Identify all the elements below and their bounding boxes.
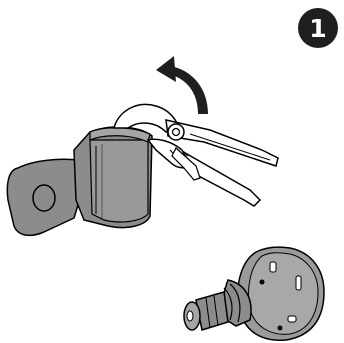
valve-plate-slot — [269, 261, 277, 273]
step-number: 1 — [309, 13, 327, 43]
valve-head-part — [6, 126, 153, 237]
valve-plate-slot — [287, 315, 297, 323]
valve-head-top-edge — [89, 127, 151, 143]
pliers-slot — [171, 147, 201, 181]
valve-plate-screw — [259, 279, 265, 285]
valve-insert-ring — [205, 297, 211, 329]
pliers-handle-line — [189, 133, 271, 161]
valve-insert-tip-pin — [186, 310, 194, 322]
valve-insert-rib — [229, 283, 241, 323]
curved-arrow-counterclockwise-icon — [156, 56, 208, 114]
pliers-upper-jaw — [113, 103, 179, 133]
valve-insert-spindle — [195, 291, 229, 331]
valve-plate-screw — [277, 325, 283, 331]
valve-plate-rim — [248, 252, 319, 335]
rotation-arrow-head — [156, 56, 176, 82]
valve-plate-slot — [295, 275, 302, 291]
valve-head-hole — [32, 184, 56, 212]
water-pump-pliers-icon — [113, 103, 279, 207]
valve-insert-ring — [213, 295, 219, 327]
rotation-arrow-shaft — [168, 66, 208, 114]
pliers-lower-handle — [175, 148, 262, 207]
valve-insert-with-plate-icon — [183, 246, 325, 341]
valve-head-front-face — [89, 139, 149, 223]
step-number-badge: 1 — [298, 8, 338, 48]
pliers-pivot-inner — [171, 127, 181, 137]
valve-insert-rib — [223, 287, 233, 321]
